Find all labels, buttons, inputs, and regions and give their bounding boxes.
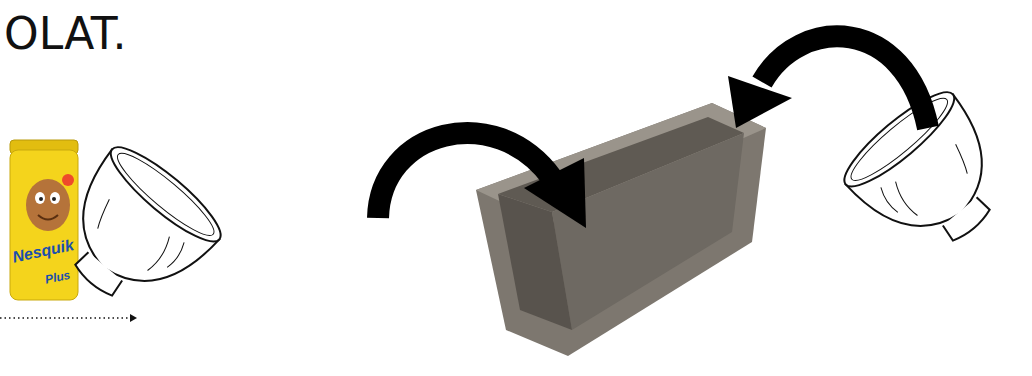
cocoa-jar [10,140,78,300]
flow-arrow [728,36,928,128]
dotted-line [0,314,137,322]
heading-fragment: OLAT. [4,12,126,56]
flow-arrow [378,133,586,228]
mixing-bowl [38,136,231,329]
